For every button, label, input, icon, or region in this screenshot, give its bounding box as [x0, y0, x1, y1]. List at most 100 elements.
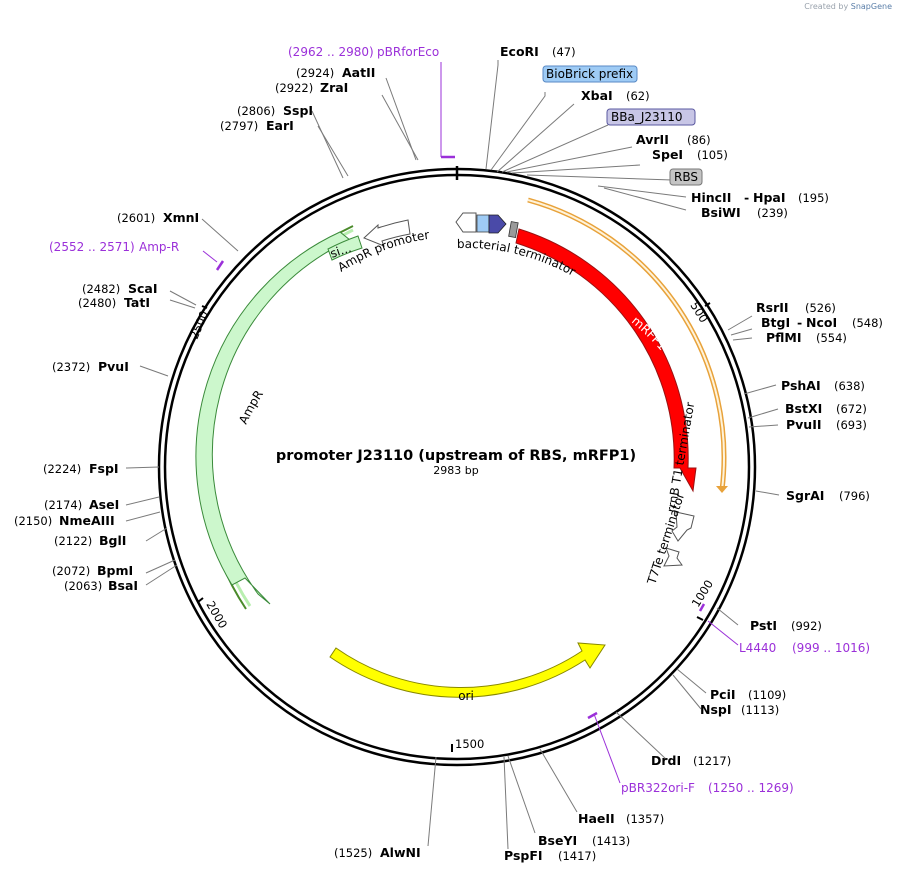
enzyme-pcii-pos: (1109)	[748, 688, 786, 702]
enzyme-xmni-pos: (2601)	[117, 211, 155, 225]
enzyme-haeii-pos: (1357)	[626, 812, 664, 826]
enzyme-bgli-pos: (2122)	[54, 534, 92, 548]
map-length: 2983 bp	[433, 464, 478, 477]
mrfp1-outer-line	[527, 197, 727, 491]
j23110-box	[606, 108, 696, 126]
tick-label-1500: 1500	[455, 737, 484, 751]
enzyme-drdi-pos: (1217)	[693, 754, 731, 768]
enzyme-aatii-pos: (2924)	[296, 66, 334, 80]
enzyme-hincii-name: HincII	[691, 190, 731, 205]
enzyme-eari-pos: (2797)	[220, 119, 258, 133]
enzyme-hpai-name: HpaI	[753, 190, 786, 205]
rbs-feature	[508, 221, 519, 239]
signal-sequence	[327, 235, 363, 261]
rbs-box	[669, 168, 703, 186]
biobrick-prefix-feature	[476, 214, 490, 233]
enzyme-bstxi-name: BstXI	[785, 401, 822, 416]
enzyme-pvuii-name: PvuII	[786, 417, 822, 432]
enzyme-xbai-name: XbaI	[581, 88, 613, 103]
primer-ampr-name: Amp-R	[139, 240, 179, 254]
enzyme-sgrai-pos: (796)	[839, 489, 870, 503]
credit-prefix: Created by	[804, 2, 849, 11]
enzyme-ecori-pos: (47)	[552, 45, 576, 59]
enzyme-bsiwi-name: BsiWI	[701, 205, 741, 220]
enzyme-pspfi-pos: (1417)	[558, 849, 596, 863]
enzyme-haeii-name: HaeII	[578, 811, 615, 826]
enzyme-bstxi-pos: (672)	[836, 402, 867, 416]
enzyme-asei-name: AseI	[89, 497, 119, 512]
enzyme-pshai-name: PshAI	[781, 378, 821, 393]
enzyme-spei-pos: (105)	[697, 148, 728, 162]
tick-label-2000: 2000	[203, 599, 230, 631]
enzyme-bseyi-pos: (1413)	[592, 834, 630, 848]
enzyme-pvuii-pos: (693)	[836, 418, 867, 432]
enzyme-xmni-name: XmnI	[163, 210, 199, 225]
snapgene-credit: Created by SnapGene	[804, 2, 892, 11]
enzyme-pvui-name: PvuI	[98, 359, 129, 374]
enzyme-nmeaiii-name: NmeAIII	[59, 513, 115, 528]
enzyme-pspfi-name: PspFI	[504, 848, 543, 863]
biobrick-prefix-box	[542, 65, 638, 83]
ampr-feature	[195, 231, 351, 605]
enzyme-bpmi-pos: (2072)	[52, 564, 90, 578]
enzyme-bsai-name: BsaI	[108, 578, 138, 593]
primer-labels: (2962 .. 2980) pBRforEco (2552 .. 2571) …	[49, 45, 870, 795]
enzyme-rsrii-pos: (526)	[805, 301, 836, 315]
enzyme-pshai-pos: (638)	[834, 379, 865, 393]
enzyme-bsiwi-pos: (239)	[757, 206, 788, 220]
enzyme-scai-pos: (2482)	[82, 282, 120, 296]
enzyme-pvui-pos: (2372)	[52, 360, 90, 374]
primer-marks	[215, 155, 706, 720]
ori-label: ori	[458, 689, 474, 703]
enzyme-hincii-pos: (195)	[798, 191, 829, 205]
bacterial-terminator-label: bacterial terminator	[457, 237, 578, 279]
enzyme-avrii-pos: (86)	[687, 133, 711, 147]
biobrick-prefix-text: BioBrick prefix	[546, 67, 633, 81]
enzyme-avrii-name: AvrII	[636, 132, 669, 147]
rbs-text: RBS	[674, 170, 698, 184]
enzyme-btgi-pos: (548)	[852, 316, 883, 330]
enzyme-bseyi-name: BseYI	[538, 833, 577, 848]
tick-2000	[197, 597, 204, 603]
tick-500	[704, 302, 711, 307]
bacterial-terminator-feature	[455, 212, 477, 233]
t7te-terminator-feature	[663, 547, 683, 567]
enzyme-sspi-pos: (2806)	[237, 104, 275, 118]
enzyme-rsrii-name: RsrII	[756, 300, 789, 315]
ori-feature	[329, 642, 606, 698]
enzyme-tati-pos: (2480)	[78, 296, 116, 310]
mrfp1-outer-inner	[527, 199, 725, 491]
tick-label-2500: 2500	[187, 309, 211, 341]
enzyme-scai-name: ScaI	[128, 281, 158, 296]
enzyme-psti-pos: (992)	[791, 619, 822, 633]
mrfp1-outer-arrowhead	[716, 486, 728, 493]
enzyme-asei-pos: (2174)	[44, 498, 82, 512]
primer-pbr322ori-range: (1250 .. 1269)	[708, 781, 794, 795]
enzyme-bpmi-name: BpmI	[97, 563, 133, 578]
enzyme-bgli-name: BglI	[99, 533, 126, 548]
enzyme-labels-left: (2063) BsaI (2072) BpmI (2122) BglI (215…	[14, 65, 375, 593]
enzyme-alwni-name: AlwNI	[380, 845, 421, 860]
primer-pbr322ori-name: pBR322ori-F	[621, 781, 695, 795]
credit-brand: SnapGene	[850, 2, 892, 11]
enzyme-btgi-name: BtgI	[761, 315, 790, 330]
enzyme-fspi-pos: (2224)	[43, 462, 81, 476]
enzyme-zrai-pos: (2922)	[275, 81, 313, 95]
enzyme-nspi-pos: (1113)	[741, 703, 779, 717]
enzyme-eari-name: EarI	[266, 118, 294, 133]
ampr-label: AmpR	[236, 388, 266, 427]
enzyme-nmeaiii-pos: (2150)	[14, 514, 52, 528]
ampr-promoter-feature	[363, 219, 411, 247]
enzyme-bsai-pos: (2063)	[64, 579, 102, 593]
enzyme-spei-name: SpeI	[652, 147, 683, 162]
enzyme-labels: EcoRI (47) XbaI (62) AvrII (86) SpeI (10…	[334, 44, 883, 863]
primer-ampr-range: (2552 .. 2571)	[49, 240, 135, 254]
enzyme-drdi-name: DrdI	[651, 753, 681, 768]
enzyme-nspi-name: NspI	[700, 702, 732, 717]
rrnb-terminator-feature	[671, 511, 695, 542]
enzyme-sgrai-name: SgrAI	[786, 488, 824, 503]
map-title: promoter J23110 (upstream of RBS, mRFP1)	[276, 448, 636, 464]
j23110-text: BBa_J23110	[611, 110, 683, 124]
enzyme-psti-name: PstI	[750, 618, 777, 633]
